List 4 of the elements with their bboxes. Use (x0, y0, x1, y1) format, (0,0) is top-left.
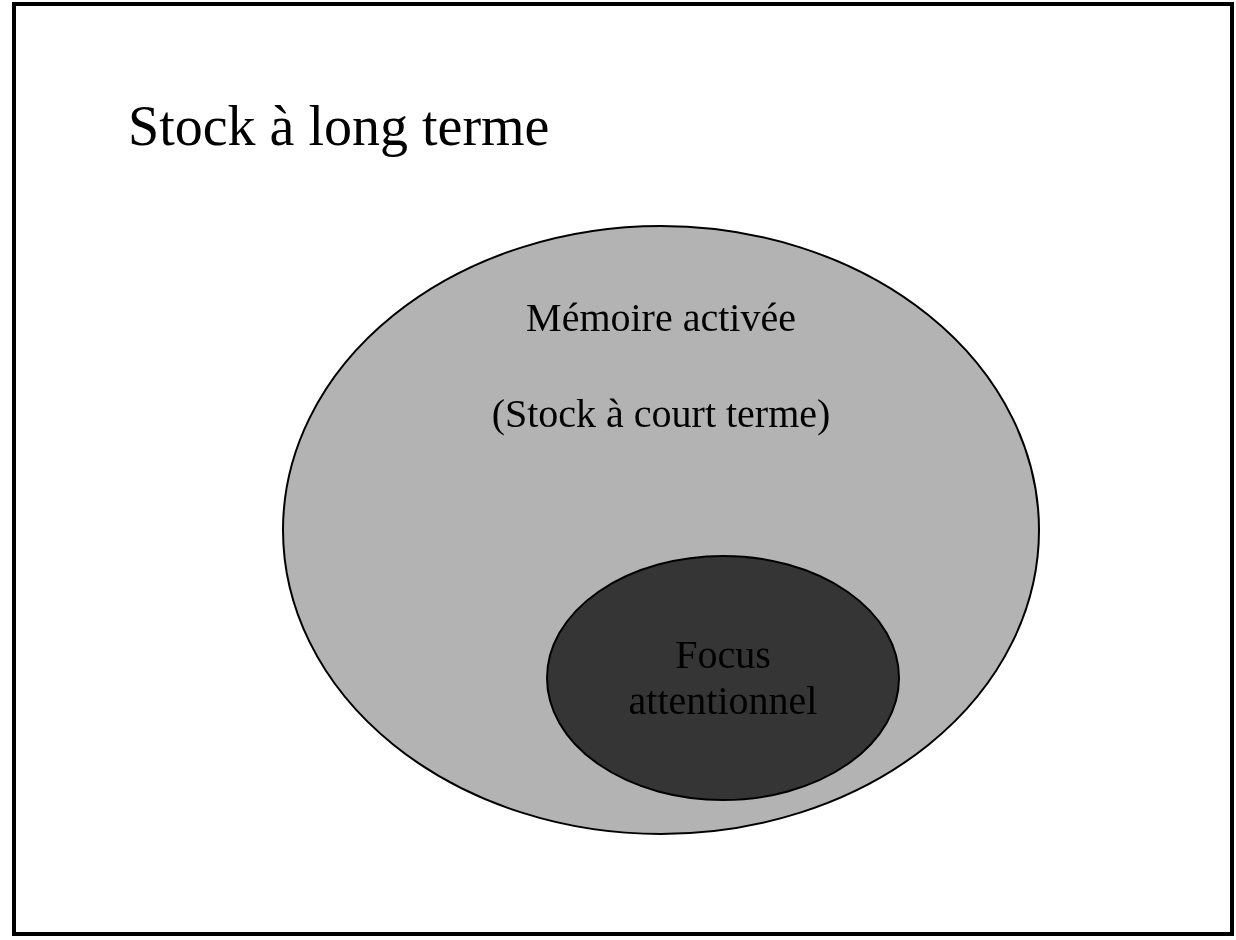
label: (Stock à court terme) (491, 391, 831, 437)
frame-box (12, 2, 1234, 936)
label: Mémoire activée (526, 295, 796, 341)
heading: Stock à long terme (128, 94, 550, 159)
